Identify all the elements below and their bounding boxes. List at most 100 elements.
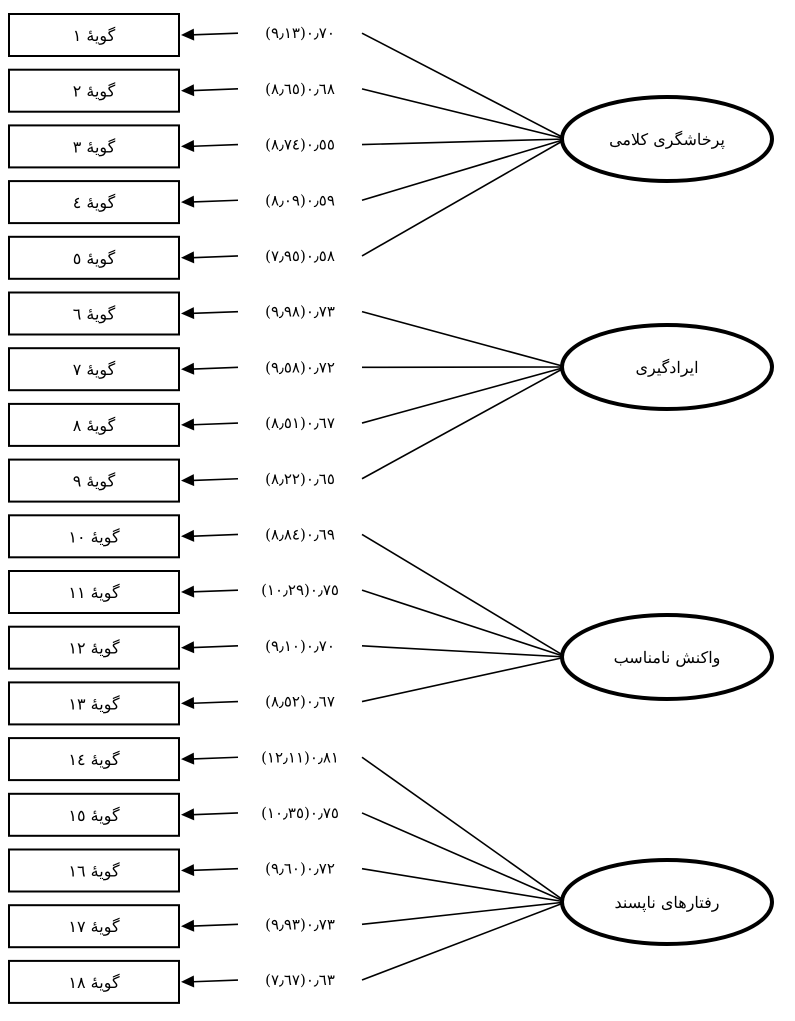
arrow-head <box>181 362 195 375</box>
item-box <box>8 514 180 559</box>
item-14: گویهٔ ١٤ <box>8 737 180 782</box>
item-label: گویهٔ ۱۸ <box>68 973 120 992</box>
arrow-shaft <box>192 366 239 370</box>
item-10: گویهٔ ۱۰ <box>8 514 180 559</box>
item-box <box>8 904 180 949</box>
item-box <box>8 180 180 225</box>
item-18: گویهٔ ۱۸ <box>8 959 180 1004</box>
item-8: گویهٔ ۸ <box>8 402 180 447</box>
loading-label: ۰٫۸۱(۱۲٫۱۱) <box>261 748 339 766</box>
loading-path <box>361 138 567 202</box>
loading-label: ۰٫۷٥(۱۰٫۲۹) <box>261 581 339 599</box>
arrow-head <box>181 251 195 264</box>
loading-arrow <box>181 808 239 821</box>
loading-arrow <box>181 139 239 152</box>
item-box <box>8 570 180 614</box>
item-13: گویهٔ ۱۳ <box>8 681 180 726</box>
item-2: گویهٔ ۲ <box>8 68 180 113</box>
item-label: گویهٔ ۲ <box>73 82 116 101</box>
item-box <box>8 291 180 336</box>
item-12: گویهٔ ۱۲ <box>8 625 180 670</box>
loading-label: ۰٫٦۷(۸٫٥۲) <box>265 693 335 711</box>
item-box <box>8 347 180 392</box>
loading-label: ۰٫۷۰(۹٫۱۰) <box>265 637 335 655</box>
loading-arrow <box>181 919 239 932</box>
path-line <box>361 589 567 658</box>
item-box <box>8 68 180 113</box>
path-line <box>361 88 567 140</box>
loading-label: ۰٫٦۳(۷٫٦۷) <box>265 971 335 989</box>
loading-arrow <box>181 307 239 320</box>
arrow-shaft <box>192 812 239 816</box>
arrow-head <box>181 529 195 542</box>
path-line <box>361 138 567 146</box>
arrow-head <box>181 139 195 152</box>
factor-4: رفتارهای ناپسند <box>560 858 774 946</box>
loading-path <box>361 310 567 368</box>
loading-path <box>361 138 567 146</box>
arrow-shaft <box>192 310 239 315</box>
item-box <box>8 737 180 782</box>
loading-path <box>361 645 567 658</box>
arrow-shaft <box>192 422 239 426</box>
loading-path <box>361 88 567 140</box>
path-line <box>361 138 567 202</box>
arrow-head <box>181 474 195 487</box>
loading-arrow <box>181 975 239 988</box>
loading-label: ۰٫۷٥(۱۰٫۳٥) <box>261 804 339 822</box>
loading-arrow <box>181 28 239 41</box>
path-line <box>361 366 567 424</box>
item-box <box>8 402 180 447</box>
loading-arrow <box>181 84 239 97</box>
arrow-head <box>181 696 195 709</box>
item-9: گویهٔ ۹ <box>8 458 180 503</box>
factor-label: واکنش نامناسب <box>614 648 721 667</box>
loading-arrow <box>181 641 239 654</box>
loading-arrow <box>181 529 239 542</box>
item-label: گویهٔ ١٥ <box>68 806 120 825</box>
arrow-shaft <box>192 700 239 705</box>
path-line <box>361 656 567 703</box>
path-line <box>361 867 567 903</box>
path-line <box>361 533 567 658</box>
loading-label: ۰٫۷۳(۹٫۹۳) <box>265 915 335 933</box>
loading-path <box>361 901 567 981</box>
item-11: گویهٔ ۱۱ <box>8 570 180 614</box>
arrow-head <box>181 84 195 97</box>
loading-label: ۰٫۷۳(۹٫۹۸) <box>265 303 335 321</box>
factor-ellipse <box>560 95 774 183</box>
loading-arrow <box>181 864 239 877</box>
path-line <box>361 310 567 368</box>
loading-path <box>361 901 567 926</box>
arrow-shaft <box>192 589 239 593</box>
path-line <box>361 138 567 257</box>
arrow-shaft <box>192 756 239 760</box>
item-6: گویهٔ ٦ <box>8 291 180 336</box>
loading-path <box>361 366 567 480</box>
item-box <box>8 124 180 169</box>
arrow-shaft <box>192 88 239 92</box>
loading-arrow <box>181 362 239 375</box>
loading-path <box>361 867 567 903</box>
arrow-shaft <box>192 477 239 482</box>
item-label: گویهٔ ۱۱ <box>68 583 120 602</box>
item-label: گویهٔ ۱۲ <box>68 639 120 658</box>
item-label: گویهٔ ۳ <box>73 137 116 156</box>
item-box <box>8 625 180 670</box>
arrow-shaft <box>192 255 239 259</box>
factor-label: ایرادگیری <box>635 358 698 377</box>
loading-path <box>361 533 567 658</box>
loading-label: ۰٫٦۸(۸٫٦٥) <box>265 80 335 98</box>
loading-path <box>361 656 567 703</box>
loading-path <box>361 756 567 903</box>
loading-label: ۰٫٥۸(۷٫۹٥) <box>265 247 335 265</box>
arrow-shaft <box>192 645 239 649</box>
arrow-shaft <box>192 979 239 983</box>
arrow-head <box>181 641 195 654</box>
path-line <box>361 756 567 903</box>
arrow-head <box>181 752 195 765</box>
loading-label: ۰٫٥٥(۸٫۷٤) <box>265 136 335 154</box>
